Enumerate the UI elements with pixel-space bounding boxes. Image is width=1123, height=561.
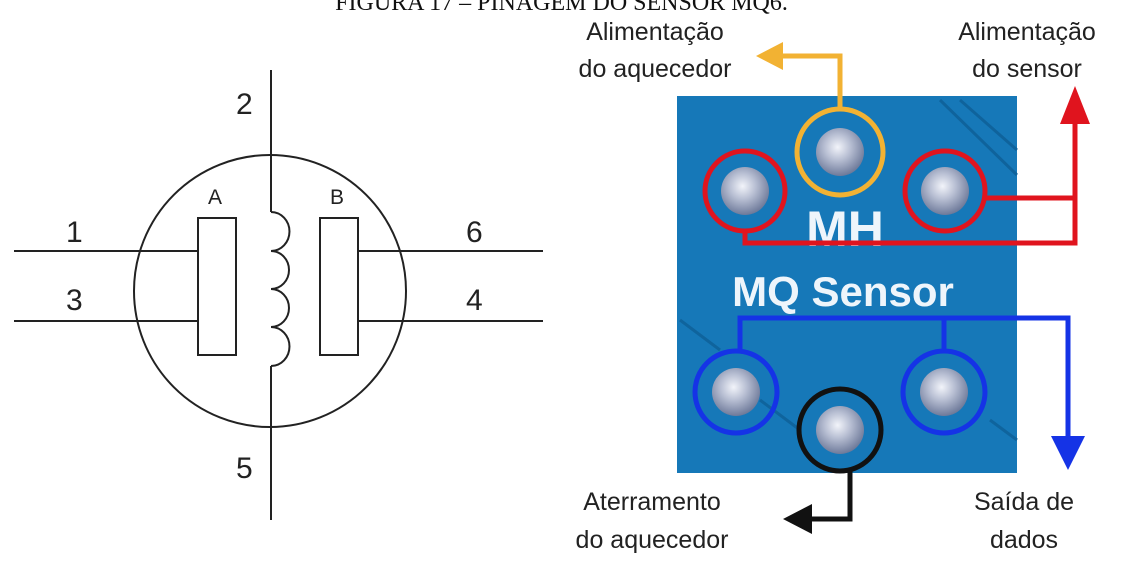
electrode-b — [319, 217, 359, 356]
pad-sensor-right — [921, 167, 969, 215]
data-output-arrow — [1051, 436, 1085, 470]
electrode-a-label: A — [208, 186, 222, 209]
electrode-a — [197, 217, 237, 356]
sensor-power-arrow — [1060, 86, 1090, 124]
electrode-b-label: B — [330, 186, 344, 209]
heater-coil — [270, 211, 291, 367]
pin-label-1: 1 — [66, 216, 83, 249]
pin-label-3: 3 — [66, 284, 83, 317]
sensor-power-label-line2: do sensor — [972, 55, 1082, 83]
data-output-callout — [692, 315, 1071, 448]
pin-label-2: 2 — [236, 88, 253, 121]
pad-sensor-left — [721, 167, 769, 215]
ground-callout — [796, 386, 884, 522]
sensor-board: MH MQ Sensor — [677, 96, 1019, 473]
data-output-label-line1: Saída de — [974, 488, 1074, 516]
heater-power-callout — [756, 42, 886, 198]
board-brand: MH — [806, 201, 884, 257]
pad-heater-power — [816, 128, 864, 176]
heater-ground-label-line2: do aquecedor — [576, 526, 729, 554]
heater-power-label-line1: Alimentação — [586, 18, 724, 46]
sensor-schematic — [14, 70, 543, 520]
heater-power-label-line2: do aquecedor — [579, 55, 732, 83]
heater-power-arrow — [756, 42, 783, 70]
pin-label-5: 5 — [236, 452, 253, 485]
pad-data-left — [712, 368, 760, 416]
pin-label-6: 6 — [466, 216, 483, 249]
pad-ground — [816, 406, 864, 454]
figure-caption: FIGURA 17 – PINAGEM DO SENSOR MQ6. — [335, 0, 788, 16]
heater-ground-label-line1: Aterramento — [583, 488, 721, 516]
ground-arrow — [783, 504, 812, 534]
pin-label-4: 4 — [466, 284, 483, 317]
pad-data-right — [920, 368, 968, 416]
sensor-power-callout — [702, 106, 1078, 246]
data-output-label-line2: dados — [990, 526, 1058, 554]
board-model: MQ Sensor — [732, 268, 954, 315]
sensor-power-label-line1: Alimentação — [958, 18, 1096, 46]
